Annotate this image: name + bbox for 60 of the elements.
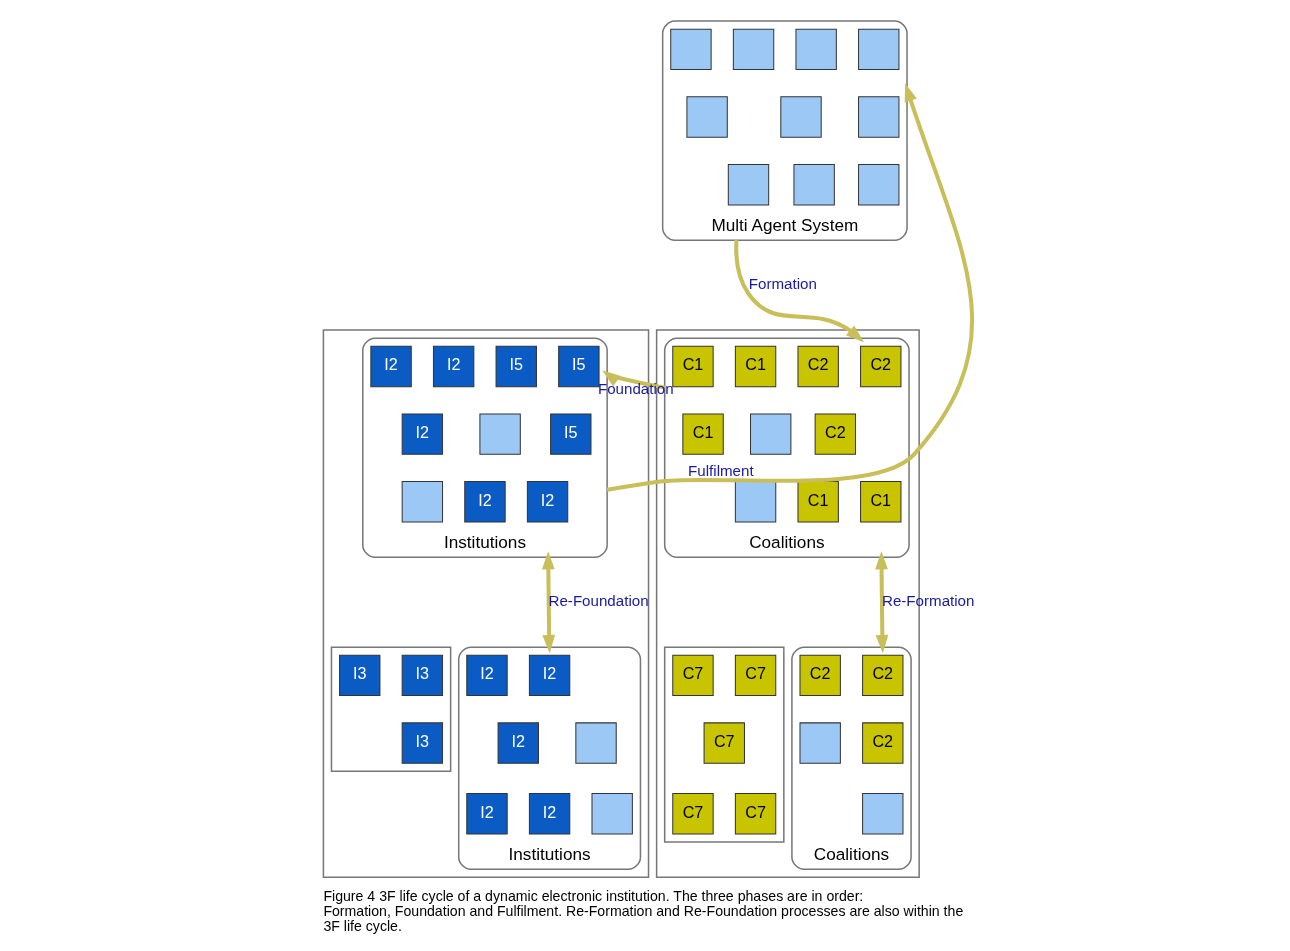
node-box	[727, 163, 770, 205]
cluster	[663, 645, 785, 843]
node-box: C7	[672, 792, 714, 834]
node-box: C7	[703, 721, 745, 764]
node-box	[858, 95, 900, 138]
node-box: I2	[466, 792, 508, 834]
node-box: I5	[558, 345, 600, 387]
node-box	[793, 163, 835, 205]
node-box: I2	[528, 654, 571, 696]
node-box: C1	[672, 345, 714, 387]
node-box: C7	[672, 654, 714, 696]
node-box: C1	[682, 412, 724, 455]
node-box: C2	[862, 721, 904, 764]
node-box	[479, 412, 521, 455]
node-box: I2	[526, 480, 569, 522]
node-box: C7	[734, 654, 777, 696]
node-box	[858, 163, 900, 205]
node-box	[750, 412, 792, 455]
node-box: C2	[814, 412, 857, 455]
cluster	[330, 645, 452, 772]
node-box: C2	[797, 345, 839, 387]
node-box	[799, 721, 841, 764]
node-box	[591, 792, 633, 834]
node-box	[858, 28, 900, 70]
node-box: I3	[339, 654, 381, 696]
node-box	[734, 480, 777, 522]
node-box: I5	[550, 412, 592, 455]
node-box	[670, 28, 712, 70]
arrow	[606, 82, 974, 492]
node-box: I2	[464, 480, 506, 522]
node-box: I5	[495, 345, 537, 387]
node-box	[401, 480, 444, 522]
arrow	[875, 550, 889, 653]
node-box: C2	[860, 345, 902, 387]
node-box: C1	[797, 480, 839, 522]
caption: Figure 4 3F life cycle of a dynamic electronic institution. The three phases are in order: Formation, Foundation and Fulfilment. Re-Formation and Re-Foundation processes are also within the 3F life cycle.	[323, 887, 964, 934]
node-box: I2	[370, 345, 412, 387]
node-box: C1	[860, 480, 902, 522]
node-box: C1	[734, 345, 777, 387]
arrow	[541, 550, 556, 653]
node-box	[795, 28, 837, 70]
node-box: I2	[466, 654, 508, 696]
node-box: I2	[497, 721, 539, 764]
node-box: I3	[401, 721, 444, 764]
node-box	[686, 95, 728, 138]
edge-label: Fulfilment	[688, 461, 754, 479]
node-box: C2	[862, 654, 904, 696]
node-box	[862, 792, 904, 834]
node-box: I2	[432, 345, 475, 387]
arrow	[734, 239, 864, 342]
node-box: I2	[528, 792, 571, 834]
node-box: I2	[401, 412, 444, 455]
node-box	[780, 95, 822, 138]
edge-label: Formation	[748, 274, 817, 292]
node-box: C7	[734, 792, 777, 834]
node-box: I3	[401, 654, 444, 696]
node-box	[575, 721, 617, 764]
node-box: C2	[799, 654, 841, 696]
node-box	[732, 28, 775, 70]
cluster: Multi Agent System	[661, 19, 908, 241]
